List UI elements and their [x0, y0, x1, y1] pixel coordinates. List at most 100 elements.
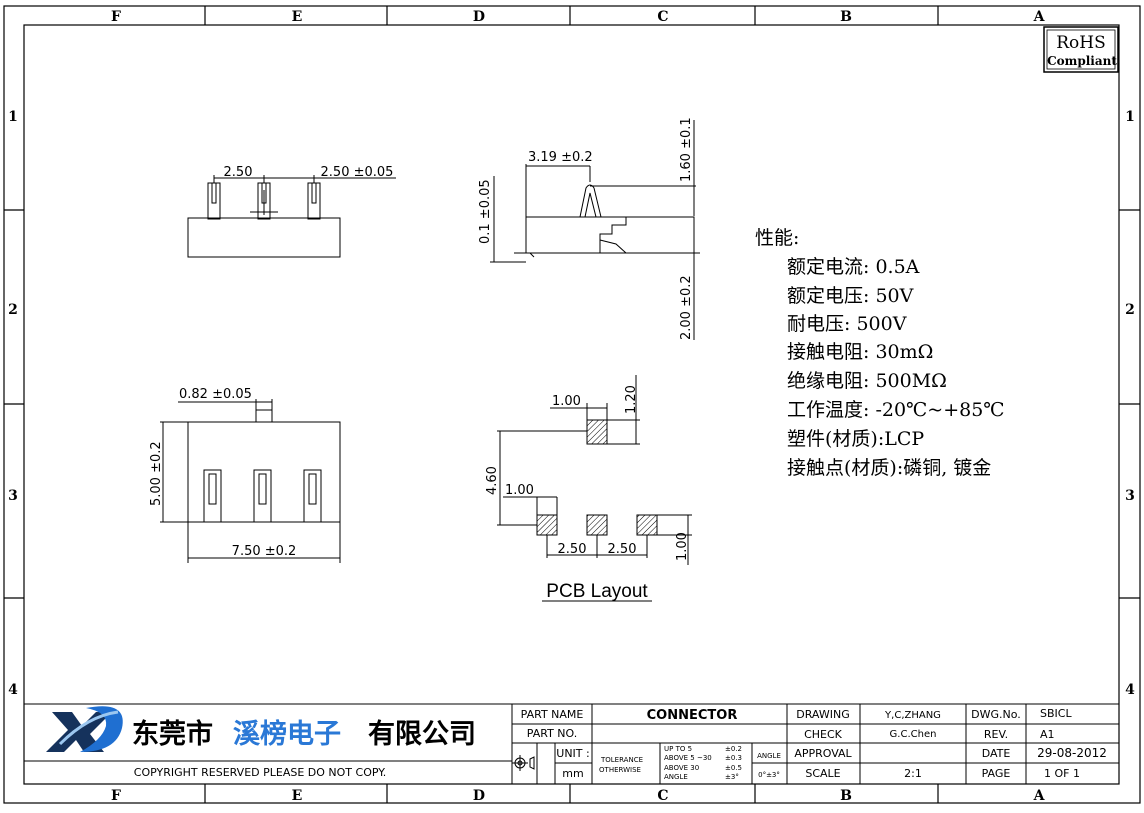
company-logo: [46, 706, 123, 752]
tol-r2-label: ABOVE 5 ~30: [664, 754, 712, 762]
copyright-notice: COPYRIGHT RESERVED PLEASE DO NOT COPY.: [134, 766, 386, 779]
spec-contact-resistance: 接触电阻: 30mΩ: [787, 341, 933, 363]
drawing-value: Y,C,ZHANG: [884, 710, 941, 721]
projection-symbol-icon: [512, 755, 535, 771]
page-value: 1 OF 1: [1044, 767, 1080, 780]
tolerance-label-a: TOLERANCE: [600, 756, 643, 764]
zone-row-right-1: 1: [1125, 109, 1135, 125]
dim-pin-height: 1.60 ±0.1: [679, 117, 694, 182]
drawing-label: DRAWING: [796, 708, 849, 721]
spec-housing-material: 塑件(材质):LCP: [787, 428, 924, 450]
tol-r3-label: ABOVE 30: [664, 764, 699, 772]
part-name-value: CONNECTOR: [647, 708, 738, 723]
dim-span: 4.60: [485, 466, 500, 495]
zone-col-bottom-c: C: [657, 788, 668, 804]
zone-col-top-c: C: [657, 9, 668, 25]
specs-heading: 性能:: [755, 227, 799, 249]
pcb-pad-right: [636, 514, 658, 536]
zone-row-left-2: 2: [8, 302, 18, 318]
zone-labels: F E D C B A F E D C B A 1 2 3 4 1 2 3 4: [8, 9, 1135, 804]
scale-label: SCALE: [805, 767, 840, 780]
zone-row-right-3: 3: [1125, 488, 1135, 504]
front-view-dims: 2.50 2.50 ±0.05: [224, 165, 394, 180]
front-view: [187, 175, 396, 258]
tol-r1-value: ±0.2: [725, 745, 742, 753]
dim-offset: 0.1 ±0.05: [478, 179, 493, 244]
dim-pad-w-left: 1.00: [505, 483, 534, 498]
check-value: G.C.Chen: [890, 729, 937, 740]
tol-r4-value: ±3°: [725, 773, 739, 781]
dim-pad-h-right: 1.00: [675, 532, 690, 561]
pcb-dim-lines: [497, 375, 692, 565]
dim-pitch-a: 2.50: [224, 165, 253, 180]
spec-rated-voltage: 额定电压: 50V: [787, 285, 914, 307]
dim-pcb-pitch-a: 2.50: [558, 542, 587, 557]
dim-body-height: 2.00 ±0.2: [679, 275, 694, 340]
zone-row-right-4: 4: [1125, 682, 1135, 698]
company-name: 东莞市 溪榜电子 有限公司: [132, 718, 476, 750]
pcb-pad-top: [586, 419, 608, 445]
pcb-pad-center: [586, 514, 608, 536]
tol-r1-label: UP TO 5: [664, 745, 692, 753]
zone-row-left-1: 1: [8, 109, 18, 125]
side-view: [490, 120, 700, 340]
dim-pin-width: 0.82 ±0.05: [179, 387, 252, 402]
rohs-title: RoHS: [1056, 33, 1106, 53]
rev-label: REV.: [984, 728, 1008, 741]
scale-value: 2:1: [904, 767, 922, 780]
zone-col-bottom-e: E: [292, 788, 303, 804]
company-name-b: 溪榜电子: [233, 718, 341, 750]
spec-rated-current: 额定电流: 0.5A: [787, 256, 920, 278]
angle-label: ANGLE: [757, 752, 781, 760]
approval-label: APPROVAL: [794, 747, 852, 760]
side-view-dims: 3.19 ±0.2 0.1 ±0.05 1.60 ±0.1 2.00 ±0.2: [478, 117, 694, 340]
zone-col-top-a: A: [1033, 9, 1046, 25]
check-label: CHECK: [804, 728, 843, 741]
unit-label: UNIT :: [556, 747, 589, 760]
angle-value: 0°±3°: [758, 771, 780, 779]
pcb-layout: [536, 419, 658, 536]
dim-width: 7.50 ±0.2: [232, 544, 297, 559]
dim-height: 5.00 ±0.2: [149, 441, 164, 506]
dim-pad-h-top: 1.20: [624, 385, 639, 414]
zone-row-right-2: 2: [1125, 302, 1135, 318]
tol-r3-value: ±0.5: [725, 764, 742, 772]
zone-col-bottom-f: F: [111, 788, 121, 804]
zone-col-bottom-b: B: [840, 788, 852, 804]
page-label: PAGE: [982, 767, 1011, 780]
spec-contact-material: 接触点(材质):磷铜, 镀金: [787, 457, 991, 479]
dim-pad-w-top: 1.00: [552, 394, 581, 409]
bottom-view: [160, 399, 341, 563]
zone-col-top-b: B: [840, 9, 852, 25]
dwg-no-value: SBICL: [1040, 707, 1072, 720]
company-name-c: 有限公司: [368, 719, 476, 750]
pcb-pad-left: [536, 514, 558, 536]
zone-col-top-d: D: [473, 9, 485, 25]
dim-pcb-pitch-b: 2.50: [608, 542, 637, 557]
zone-col-top-f: F: [111, 9, 121, 25]
dim-pitch-b: 2.50 ±0.05: [321, 165, 394, 180]
unit-value: mm: [562, 767, 583, 780]
part-name-label: PART NAME: [521, 708, 584, 721]
bottom-view-dims: 0.82 ±0.05 5.00 ±0.2 7.50 ±0.2: [149, 387, 296, 559]
part-no-label: PART NO.: [527, 727, 577, 740]
pcb-dims: 1.00 1.20 1.00 4.60 2.50 2.50 1.00 PCB L…: [485, 385, 690, 602]
spec-withstand-voltage: 耐电压: 500V: [787, 313, 907, 335]
date-value: 29-08-2012: [1037, 746, 1107, 760]
dwg-no-label: DWG.No.: [971, 708, 1021, 721]
specs-block: 性能: 额定电流: 0.5A 额定电压: 50V 耐电压: 500V 接触电阻:…: [755, 227, 1005, 479]
company-name-a: 东莞市: [132, 718, 213, 750]
spec-operating-temp: 工作温度: -20℃~+85℃: [787, 399, 1005, 421]
rev-value: A1: [1040, 728, 1055, 741]
zone-row-left-4: 4: [8, 682, 18, 698]
zone-col-top-e: E: [292, 9, 303, 25]
drawing-frame: [3, 5, 1141, 804]
zone-col-bottom-d: D: [473, 788, 485, 804]
spec-insulation-resistance: 绝缘电阻: 500MΩ: [787, 370, 947, 392]
rohs-badge: RoHS Compliant: [1043, 26, 1119, 73]
dim-depth: 3.19 ±0.2: [528, 150, 593, 165]
pcb-layout-caption: PCB Layout: [546, 581, 648, 602]
tol-r2-value: ±0.3: [725, 754, 742, 762]
title-block-fields: PART NAME CONNECTOR PART NO. UNIT : mm T…: [512, 707, 1107, 781]
